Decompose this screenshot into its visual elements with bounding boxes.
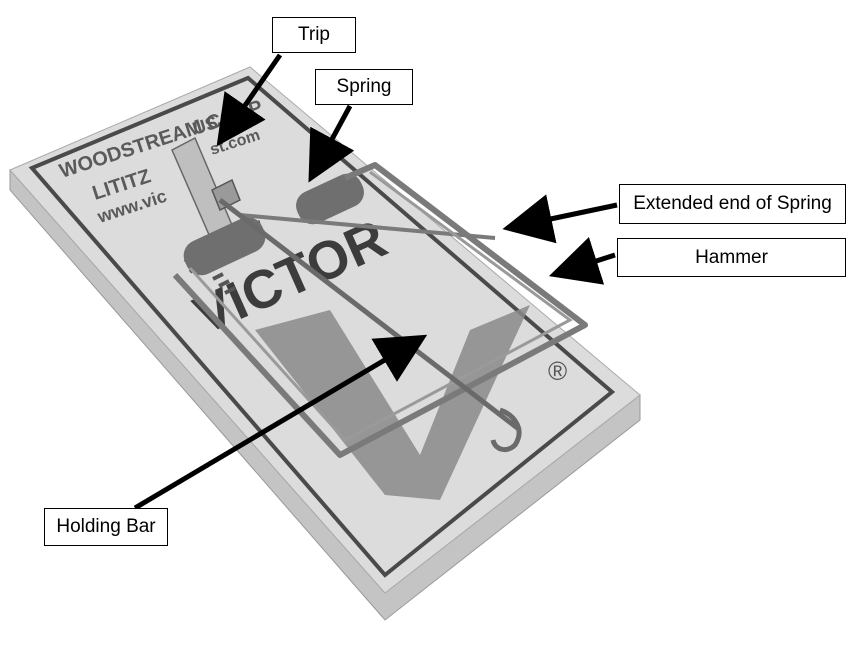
arrow-trip: [216, 53, 283, 147]
holding-bar-loop: [490, 407, 522, 453]
trap-print-border: [28, 75, 616, 578]
label-trip: Trip: [272, 17, 356, 53]
trip-hook: [211, 178, 241, 212]
spring-left: [183, 217, 266, 276]
label-extended-end-of-spring: Extended end of Spring: [619, 184, 846, 224]
arrow-hammer: [548, 237, 616, 285]
victor-v-logo: [255, 305, 530, 500]
label-spring: Spring: [315, 69, 413, 105]
spring-right: [296, 173, 364, 225]
hammer-wire: [172, 162, 588, 458]
arrow-spring: [308, 104, 355, 183]
label-holding-bar: Holding Bar: [44, 508, 168, 546]
label-hammer: Hammer: [617, 238, 846, 277]
holding-bar-wire: [218, 198, 522, 432]
arrow-holding-bar: [133, 334, 428, 511]
registered-mark: ®: [548, 356, 567, 386]
arrow-extended-end: [502, 194, 618, 244]
